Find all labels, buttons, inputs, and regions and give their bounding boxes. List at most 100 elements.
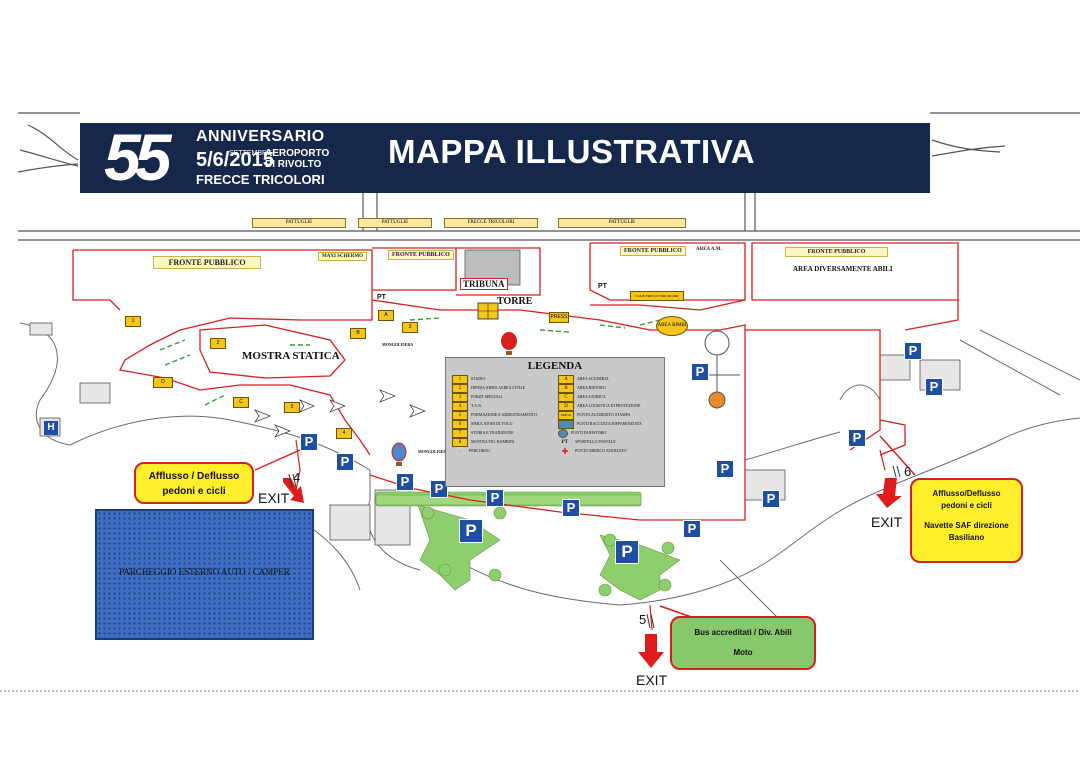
zone-fronte-pubblico-4: FRONTE PUBBLICO xyxy=(785,247,888,257)
parking-icon-4: P xyxy=(430,480,448,498)
helipad-marker: H xyxy=(44,421,58,435)
parking-icon-3: P xyxy=(396,473,414,491)
parking-icon-6: P xyxy=(562,499,580,517)
tower-icon xyxy=(477,302,499,320)
callout-bottom-bus: Bus accreditati / Div. Abili Moto xyxy=(670,616,816,670)
zone-fronte-pubblico-3: FRONTE PUBBLICO xyxy=(620,246,686,256)
balloon-icon xyxy=(391,332,517,466)
exit-arrows xyxy=(283,478,902,668)
pedestrian-paths xyxy=(159,317,661,406)
anniversary-logo-date: 5/6/2015 xyxy=(196,149,274,171)
marker-a: A xyxy=(378,310,394,321)
callout-left-access: Afflusso / Deflusso pedoni e cicli xyxy=(134,462,254,504)
zone-fronte-pubblico-1: FRONTE PUBBLICO xyxy=(153,256,261,269)
exit-label-bottom: EXIT xyxy=(636,672,668,688)
top-sign-frecce: FRECCE TRICOLORI xyxy=(444,218,538,228)
parking-icon-12: P xyxy=(925,378,943,396)
label-mongolfiera-2: MONGOLFIERA xyxy=(418,449,450,454)
buildings xyxy=(29,249,961,546)
parking-icon-moto-1: P xyxy=(459,519,483,543)
zone-fronte-pubblico-2: FRONTE PUBBLICO xyxy=(388,250,454,260)
aircraft-display xyxy=(700,330,740,409)
exit-label-right: EXIT xyxy=(871,514,903,530)
anniversary-logo-frecce: FRECCE TRICOLORI xyxy=(196,172,325,187)
parking-icon-13: P xyxy=(691,363,709,381)
parking-icon-8: P xyxy=(716,460,734,478)
parking-icon-7: P xyxy=(683,520,701,538)
top-sign-pattuglie-3: PATTUGLIE xyxy=(558,218,686,228)
marker-3: 3 xyxy=(402,322,418,333)
press-point: PRESS xyxy=(549,312,569,323)
marker-4: 4 xyxy=(336,428,352,439)
exit-routes xyxy=(295,439,886,631)
zone-maxi-schermo: MAXI SCHERMO xyxy=(318,252,367,261)
parking-icon-10: P xyxy=(848,429,866,447)
runway xyxy=(17,112,1080,241)
top-sign-pattuglie-1: PATTUGLIE xyxy=(252,218,346,228)
legend-item: ✚PUNTO MEDICO AVANZATO xyxy=(558,446,662,455)
post-office-marker: PT xyxy=(377,294,386,301)
parking-icon-5: P xyxy=(486,489,504,507)
zone-area-diversamente-abili: AREA DIVERSAMENTE ABILI xyxy=(793,265,893,273)
external-parking-label: PARCHEGGIO ESTERNO AUTO / CAMPER xyxy=(119,567,290,577)
marker-1: 1 xyxy=(125,316,141,327)
gate-number-6: 6 xyxy=(904,464,912,479)
recycling-bin-icon xyxy=(558,419,574,429)
label-mongolfiera-1: MONGOLFIERA xyxy=(382,342,414,347)
parking-icon-1: P xyxy=(300,433,318,451)
marker-b: B xyxy=(350,328,366,339)
marker-c: C xyxy=(233,397,249,408)
medical-cross-icon: ✚ xyxy=(561,446,569,456)
map-title: MAPPA ILLUSTRATIVA xyxy=(388,133,756,170)
legend-item: PUNTI RACCOLTA DIFFERENZIATA xyxy=(558,419,662,429)
gate-number-4: 4 xyxy=(293,470,301,485)
anniversary-logo-number: 55 xyxy=(104,120,171,194)
zone-torre: TORRE xyxy=(497,296,533,307)
marker-d: D xyxy=(153,377,173,388)
zone-area-bimbi: AREA BIMBI xyxy=(656,316,688,336)
legend-item: PUNTI DI RISTORO xyxy=(558,428,662,438)
static-aircraft xyxy=(254,389,426,438)
parking-icon-moto-2: P xyxy=(615,540,639,564)
post-office-marker-2: PT xyxy=(598,283,607,290)
gate-markers xyxy=(288,465,901,629)
legend-title: LEGENDA xyxy=(527,360,583,372)
anniversary-logo-title: ANNIVERSARIO xyxy=(196,128,325,145)
refreshment-icon xyxy=(558,428,568,438)
green-areas xyxy=(375,491,681,601)
external-parking-area: PARCHEGGIO ESTERNO AUTO / CAMPER xyxy=(95,509,314,640)
header-banner xyxy=(80,123,930,193)
zone-mostra-statica: MOSTRA STATICA xyxy=(242,350,340,362)
parking-icon-2: P xyxy=(336,453,354,471)
zone-club: CLUB FRECCE TRICOLORI xyxy=(630,291,684,301)
exit-label-left: EXIT xyxy=(258,490,290,506)
legend-item: ↔PERCORSO xyxy=(452,446,556,455)
gate-number-5: 5 xyxy=(639,612,647,627)
marker-2: 2 xyxy=(210,338,226,349)
callout-right-access: Afflusso/Deflusso pedoni e cicli Navette… xyxy=(910,478,1023,563)
parking-icon-11: P xyxy=(904,342,922,360)
parking-icon-9: P xyxy=(762,490,780,508)
zone-tribuna: TRIBUNA xyxy=(460,278,508,290)
anniversary-logo-airport: AEROPORTO DI RIVOLTO xyxy=(265,148,330,170)
marker-5: 5 xyxy=(284,402,300,413)
anniversary-logo-month: SETTEMBRE xyxy=(229,150,272,157)
